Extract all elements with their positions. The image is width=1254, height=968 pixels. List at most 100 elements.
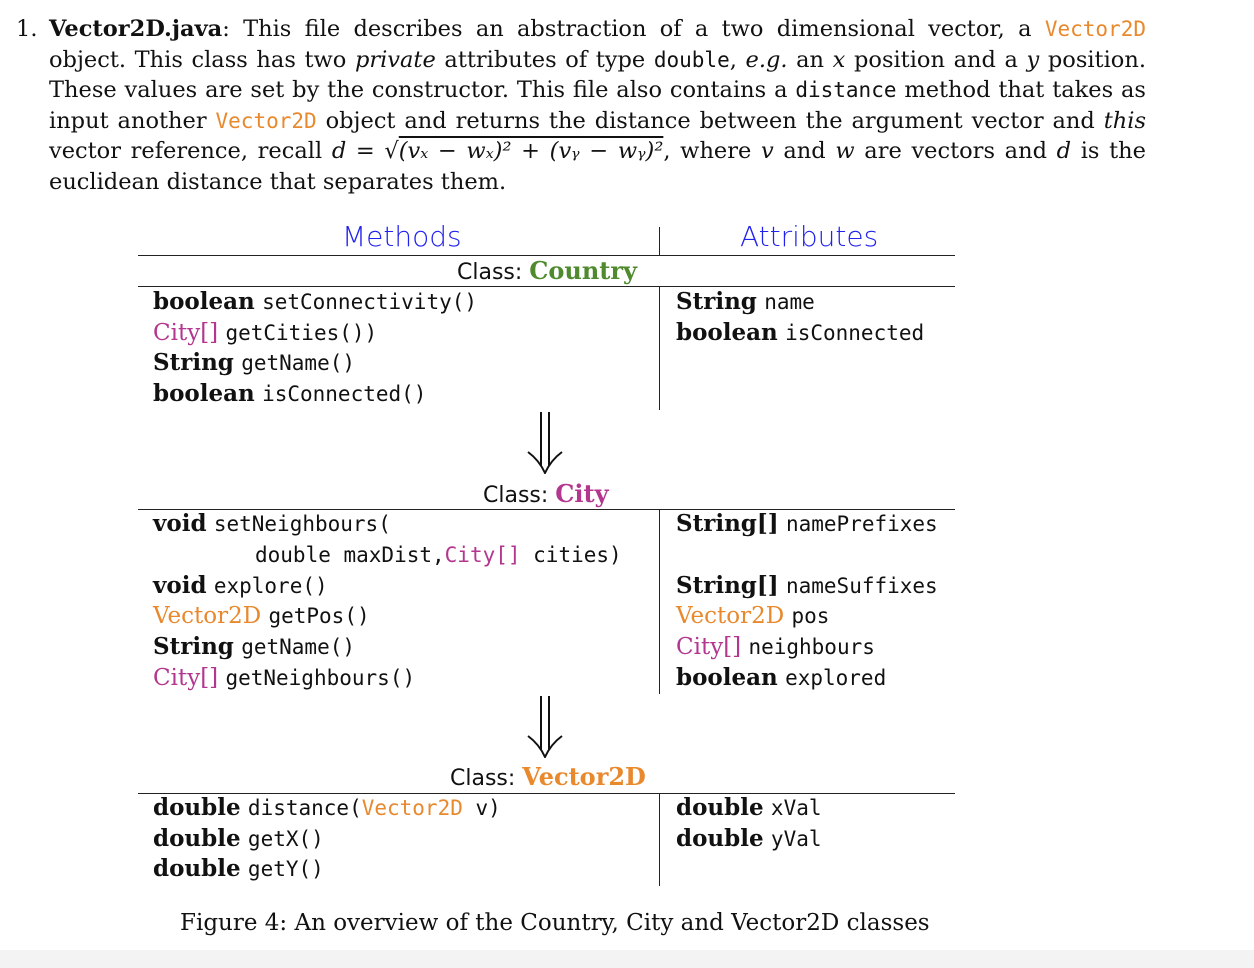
type-label: Vector2D (676, 603, 785, 629)
type-label: double (676, 825, 764, 852)
method-row: double distance(Vector2D v) (153, 793, 501, 823)
attribute-name: yVal (770, 827, 822, 851)
method-name: getPos() (268, 604, 370, 628)
attribute-row: Vector2D pos (676, 601, 829, 631)
paragraph-body: Vector2D.java: This file describes an ab… (49, 14, 1146, 197)
text-fragment: position and a (845, 46, 1027, 73)
rule (138, 255, 955, 256)
type-label: double (153, 855, 241, 882)
method-name: getName() (241, 635, 356, 659)
type-label: void (153, 510, 207, 537)
item-paragraph: 1. Vector2D.java: This file describes an… (16, 14, 1146, 197)
method-param: v) (462, 796, 501, 820)
attribute-name: namePrefixes (785, 512, 938, 536)
math-v: v (761, 138, 774, 164)
emph-this: this (1103, 107, 1146, 134)
attribute-name: isConnected (785, 321, 925, 345)
column-divider (659, 509, 660, 694)
class-title-vector2d: Class: Vector2D (450, 762, 646, 791)
attribute-name: xVal (770, 796, 822, 820)
item-number: 1. (16, 16, 38, 42)
method-name: explore() (213, 574, 328, 598)
method-row-continuation: double maxDist,City[] cities) (255, 540, 622, 570)
code-vector2d: Vector2D (1044, 17, 1146, 41)
page-bottom-edge (0, 950, 1254, 968)
method-row: double getX() (153, 824, 324, 854)
down-double-arrow-icon (527, 696, 563, 758)
attribute-row: String[] namePrefixes (676, 509, 938, 539)
method-name: getName() (241, 351, 356, 375)
type-label: String[] (676, 572, 779, 599)
down-double-arrow-icon (527, 412, 563, 474)
text-fragment: is the euclidean distance that separates… (49, 138, 1146, 195)
text-fragment: object and returns the distance between … (316, 107, 1104, 134)
type-label: double (153, 794, 241, 821)
method-row: boolean setConnectivity() (153, 287, 477, 317)
attribute-name: nameSuffixes (785, 574, 938, 598)
method-name: getY() (247, 857, 324, 881)
file-title: Vector2D.java (49, 16, 223, 42)
type-label: boolean (153, 288, 255, 315)
code-vector2d: Vector2D (215, 108, 317, 133)
method-row: City[] getNeighbours() (153, 663, 415, 693)
attribute-row: boolean explored (676, 663, 886, 693)
class-label: Class: (483, 483, 549, 508)
attribute-row: City[] neighbours (676, 632, 875, 662)
code-distance: distance (795, 78, 897, 102)
attribute-row: String name (676, 287, 815, 317)
text-fragment: attributes of type (435, 46, 654, 73)
text-fragment: , (729, 46, 746, 73)
text-fragment: are vectors and (854, 138, 1057, 164)
class-title-city: Class: City (483, 479, 609, 508)
method-name: getNeighbours() (225, 666, 416, 690)
type-label: String[] (676, 510, 779, 537)
type-label: void (153, 572, 207, 599)
formula-root: (vₓ − wₓ)² + (vᵧ − wᵧ)² (398, 138, 664, 164)
rule (138, 286, 955, 287)
method-param: double maxDist, (255, 543, 445, 567)
type-label: String (153, 633, 234, 660)
class-name-city: City (555, 479, 609, 508)
class-title-country: Class: Country (457, 256, 637, 285)
text-fragment: an (787, 46, 833, 73)
method-name: getCities()) (225, 321, 378, 345)
type-label: double (676, 794, 764, 821)
method-name: distance( (247, 796, 362, 820)
type-label: String (153, 349, 234, 376)
type-label: boolean (676, 664, 778, 691)
code-double: double (653, 47, 730, 72)
method-row: void explore() (153, 571, 328, 601)
method-row: String getName() (153, 632, 355, 662)
text-fragment: , where (663, 138, 761, 164)
type-label: City[] (676, 634, 742, 660)
attribute-name: explored (785, 666, 887, 690)
header-attributes: Attributes (740, 220, 879, 253)
method-row: double getY() (153, 854, 324, 884)
method-name: setNeighbours( (213, 512, 391, 536)
attribute-row: double yVal (676, 824, 822, 854)
method-row: Vector2D getPos() (153, 601, 370, 631)
type-label: City[] (153, 665, 219, 691)
method-name: getX() (247, 827, 324, 851)
method-row: void setNeighbours( (153, 509, 391, 539)
method-param: cities) (520, 543, 622, 567)
type-label: boolean (676, 319, 778, 346)
class-label: Class: (450, 766, 516, 791)
emph-eg: e.g. (745, 46, 788, 73)
type-label: boolean (153, 380, 255, 407)
figure-caption: Figure 4: An overview of the Country, Ci… (180, 910, 930, 936)
method-name: setConnectivity() (262, 290, 478, 314)
param-type: City[] (444, 543, 521, 567)
method-row: City[] getCities()) (153, 318, 377, 348)
formula-lhs: d = (331, 138, 385, 164)
column-divider (659, 793, 660, 886)
method-row: boolean isConnected() (153, 379, 426, 409)
math-w: w (835, 138, 855, 164)
header-methods: Methods (342, 220, 462, 253)
class-name-country: Country (529, 256, 637, 285)
method-name: isConnected() (262, 382, 427, 406)
type-label: City[] (153, 320, 219, 346)
attribute-name: name (764, 290, 815, 314)
param-type: Vector2D (361, 796, 463, 820)
